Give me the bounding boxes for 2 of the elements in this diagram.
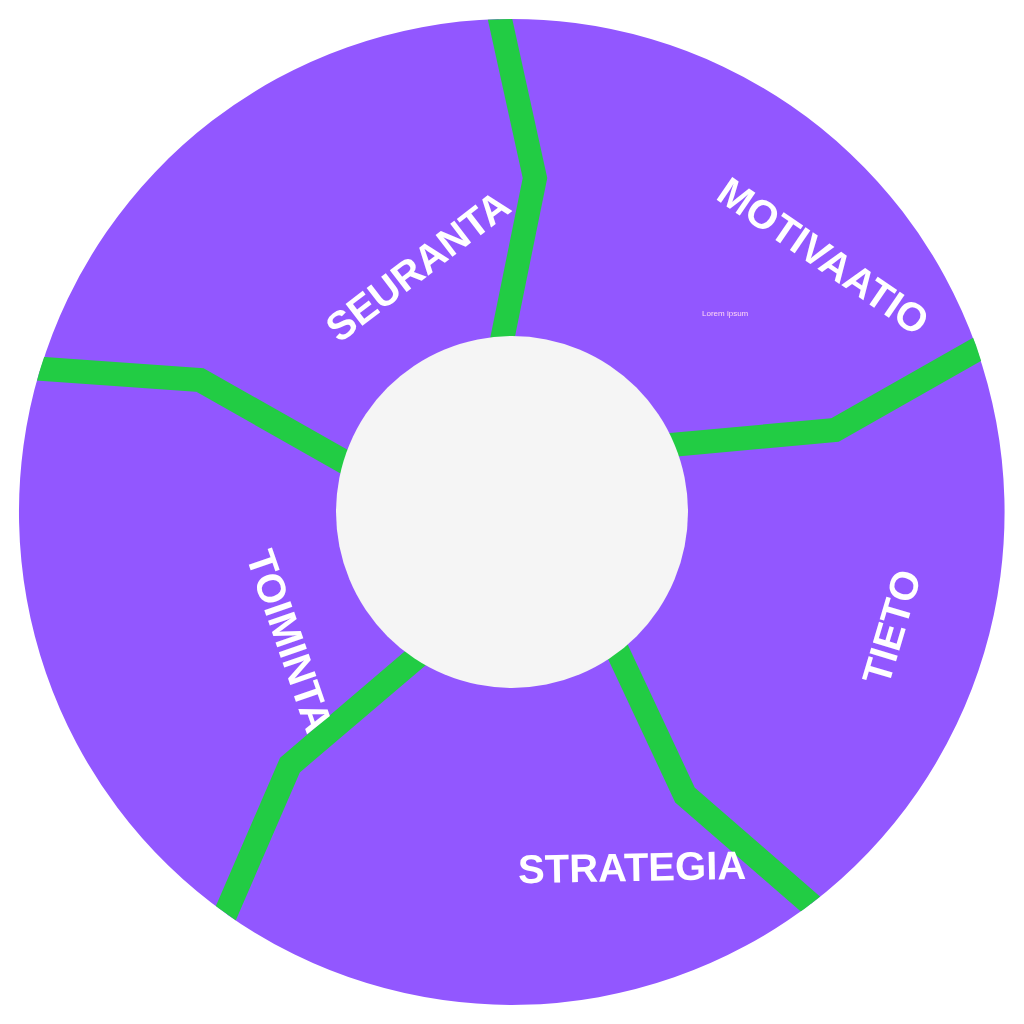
segment-label: STRATEGIA	[517, 844, 747, 890]
segment-label: TIETO	[855, 565, 928, 689]
